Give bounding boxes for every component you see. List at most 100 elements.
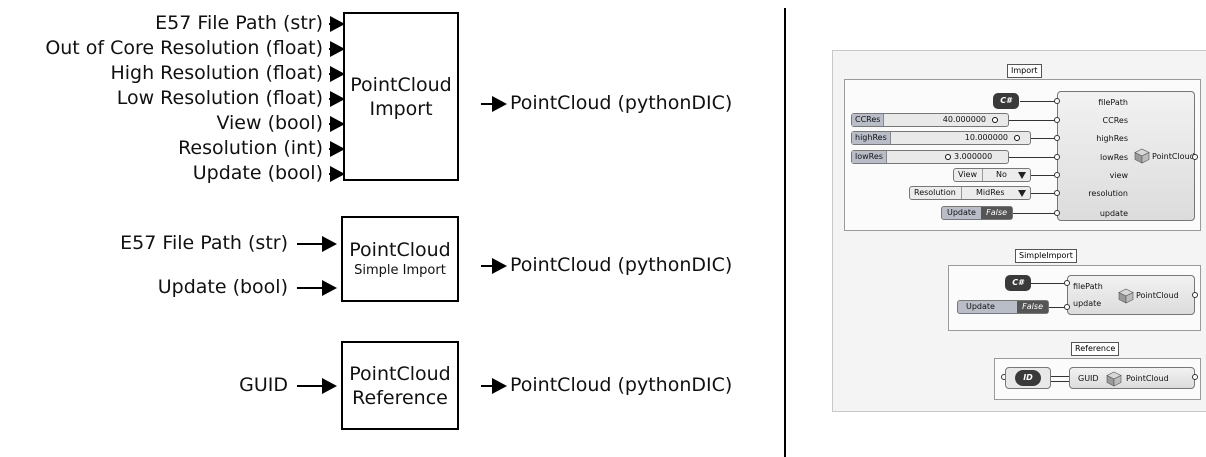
wire <box>1020 101 1055 102</box>
slider-value: 10.000000 <box>964 133 1008 142</box>
input-param[interactable]: highRes <box>1096 134 1128 143</box>
input-param[interactable]: CCRes <box>1102 116 1128 125</box>
arrow <box>329 16 345 32</box>
dropdown-arrow-icon <box>1018 190 1026 197</box>
input-param[interactable]: filePath <box>1098 98 1128 107</box>
box-title: PointCloud <box>349 239 451 261</box>
output-label: PointCloud (pythonDIC) <box>510 374 733 396</box>
grasshopper-canvas[interactable]: Import C# CCRes 40.000000 highRes 10.000… <box>832 50 1206 412</box>
input-grip[interactable] <box>1054 98 1060 104</box>
resolution-dropdown[interactable]: Resolution MidRes <box>909 186 1031 200</box>
dropdown-name: Resolution <box>914 187 962 199</box>
arrow <box>297 378 337 394</box>
output-grip[interactable] <box>1192 292 1198 298</box>
highres-slider[interactable]: highRes 10.000000 <box>851 131 1031 145</box>
dropdown-arrow-icon <box>1018 172 1026 179</box>
guid-param[interactable]: ID <box>1005 367 1051 389</box>
input-param[interactable]: view <box>1109 171 1128 180</box>
pointcloud-import-box: PointCloud Import <box>343 12 459 181</box>
arrow <box>329 41 345 57</box>
view-dropdown[interactable]: View No <box>953 168 1031 182</box>
input-label: Low Resolution (float) <box>116 87 323 109</box>
slider-value: 40.000000 <box>942 115 986 124</box>
wire <box>1009 120 1057 121</box>
toggle-value: False <box>1017 301 1048 313</box>
pointcloud-cube-icon <box>1134 148 1150 164</box>
input-param[interactable]: update <box>1073 299 1102 308</box>
input-grip[interactable] <box>1064 280 1070 286</box>
csharp-icon[interactable]: C# <box>993 93 1019 109</box>
box-subtitle: Simple Import <box>354 263 446 278</box>
output-grip[interactable] <box>1192 374 1198 380</box>
input-param[interactable]: filePath <box>1073 282 1103 291</box>
import-group[interactable]: C# CCRes 40.000000 highRes 10.000000 low… <box>844 79 1201 231</box>
input-grip[interactable] <box>1054 117 1060 123</box>
import-component[interactable]: filePath CCRes highRes lowRes view resol… <box>1057 91 1195 221</box>
arrow <box>329 66 345 82</box>
divider-line <box>784 8 786 457</box>
box-title: PointCloud <box>350 73 452 96</box>
input-param[interactable]: resolution <box>1088 189 1128 198</box>
toggle-name: Update <box>947 208 976 217</box>
input-grip[interactable] <box>1054 172 1060 178</box>
update-toggle[interactable]: Update False <box>941 206 1013 220</box>
slider-knob[interactable] <box>945 154 951 160</box>
wire <box>1013 213 1057 214</box>
group-tag-reference: Reference <box>1071 342 1120 356</box>
group-tag-import: Import <box>1007 64 1042 78</box>
wire <box>1051 376 1069 382</box>
input-grip[interactable] <box>1054 135 1060 141</box>
input-label: Update (bool) <box>157 276 288 298</box>
input-label: E57 File Path (str) <box>120 232 288 254</box>
output-param[interactable]: PointCloud <box>1126 374 1169 383</box>
group-tag-simpleimport: SimpleImport <box>1015 249 1077 263</box>
slider-value: 3.000000 <box>954 152 993 161</box>
output-param[interactable]: PointCloud <box>1152 152 1195 161</box>
input-param[interactable]: GUID <box>1078 374 1099 383</box>
arrow <box>297 280 337 296</box>
input-param[interactable]: lowRes <box>1100 153 1128 162</box>
input-grip[interactable] <box>1054 154 1060 160</box>
arrow <box>481 258 507 274</box>
output-label: PointCloud (pythonDIC) <box>510 92 733 114</box>
slider-knob[interactable] <box>1014 135 1020 141</box>
slider-name: highRes <box>852 132 891 144</box>
ccres-slider[interactable]: CCRes 40.000000 <box>851 113 1009 127</box>
dropdown-name: View <box>958 169 983 181</box>
output-param[interactable]: PointCloud <box>1136 291 1179 300</box>
pointcloud-reference-box: PointCloud Reference <box>341 341 459 430</box>
slider-name: lowRes <box>852 151 887 163</box>
toggle-name: Update <box>966 302 995 311</box>
input-label: Update (bool) <box>192 162 323 184</box>
wire <box>1049 307 1067 308</box>
slider-knob[interactable] <box>992 117 998 123</box>
output-grip[interactable] <box>1192 154 1198 160</box>
wire <box>1031 138 1057 139</box>
id-icon: ID <box>1015 370 1041 386</box>
input-grip[interactable] <box>1054 210 1060 216</box>
input-grip[interactable] <box>1064 304 1070 310</box>
toggle-value: False <box>981 207 1012 219</box>
input-label: View (bool) <box>216 112 323 134</box>
arrow <box>481 96 507 112</box>
output-label: PointCloud (pythonDIC) <box>510 254 733 276</box>
lowres-slider[interactable]: lowRes 3.000000 <box>851 150 1009 164</box>
arrow <box>297 236 337 252</box>
simpleimport-component[interactable]: filePath update PointCloud <box>1067 275 1195 315</box>
box-subtitle: Import <box>369 97 433 120</box>
pointcloud-cube-icon <box>1106 371 1122 387</box>
simpleimport-group[interactable]: C# Update False filePath update PointClo… <box>948 265 1201 331</box>
arrow <box>329 141 345 157</box>
arrow <box>329 166 345 182</box>
input-grip[interactable] <box>1054 190 1060 196</box>
box-subtitle: Reference <box>352 386 448 409</box>
arrow <box>481 378 507 394</box>
input-param[interactable]: update <box>1099 209 1128 218</box>
reference-group[interactable]: ID GUID PointCloud <box>994 358 1201 400</box>
wire <box>1031 193 1057 194</box>
input-label: GUID <box>239 374 288 396</box>
update-toggle[interactable]: Update False <box>957 300 1049 314</box>
wire <box>1009 157 1057 158</box>
csharp-icon[interactable]: C# <box>1005 275 1031 291</box>
reference-component[interactable]: GUID PointCloud <box>1069 367 1195 389</box>
